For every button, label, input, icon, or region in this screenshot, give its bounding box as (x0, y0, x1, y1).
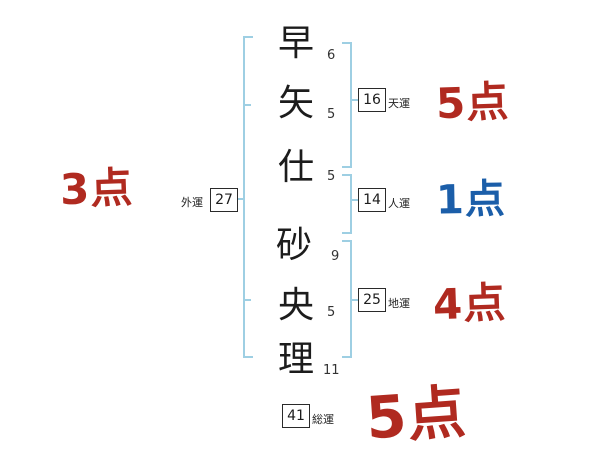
name-char: 早 (278, 23, 315, 64)
stroke-count: 11 (323, 363, 340, 378)
tenun-bracket-bottom-arm (342, 166, 352, 168)
name-char: 仕 (278, 147, 315, 188)
jinun-bracket-box-arm (350, 199, 358, 201)
gaiun-label: 外運 (181, 196, 203, 209)
name-char: 理 (278, 339, 315, 380)
tenun-bracket-box-arm (350, 99, 358, 101)
chiun-score: 4点 (432, 277, 508, 330)
jinun-score: 1点 (435, 176, 507, 224)
chiun-value-box: 25 (358, 288, 386, 312)
chiun-bracket-bottom-arm (342, 356, 352, 358)
gaiun-score: 3点 (59, 162, 135, 215)
tenun-bracket-top-arm (342, 42, 352, 44)
gaiun-bracket-vertical (243, 36, 245, 358)
stroke-count: 5 (327, 107, 336, 122)
jinun-bracket-vertical (350, 174, 352, 234)
chiun-bracket-top-arm (342, 240, 352, 242)
chiun-bracket-box-arm (350, 299, 358, 301)
jinun-label: 人運 (388, 197, 410, 210)
souun-label: 総運 (312, 413, 334, 426)
stroke-count: 6 (327, 48, 336, 63)
jinun-value-box: 14 (358, 188, 386, 212)
gaiun-bracket-box-arm (236, 198, 243, 200)
tenun-score: 5点 (435, 76, 511, 129)
tenun-bracket-vertical (350, 42, 352, 168)
gaiun-value-box: 27 (210, 188, 238, 212)
name-char: 矢 (278, 83, 315, 124)
jinun-bracket-bottom-arm (342, 232, 352, 234)
stroke-count: 9 (331, 249, 340, 264)
souun-value-box: 41 (282, 404, 310, 428)
gaiun-bracket-top-arm (243, 36, 253, 38)
chiun-label: 地運 (388, 297, 410, 310)
souun-score: 5点 (363, 377, 469, 453)
stroke-count: 5 (327, 305, 336, 320)
jinun-bracket-top-arm (342, 174, 352, 176)
gaiun-bracket-tick (243, 104, 251, 106)
name-char: 砂 (276, 225, 313, 266)
tenun-value-box: 16 (358, 88, 386, 112)
gaiun-bracket-bottom-arm (243, 356, 253, 358)
stroke-count: 5 (327, 169, 336, 184)
gaiun-bracket-tick (243, 299, 251, 301)
name-char: 央 (278, 285, 315, 326)
tenun-label: 天運 (388, 97, 410, 110)
